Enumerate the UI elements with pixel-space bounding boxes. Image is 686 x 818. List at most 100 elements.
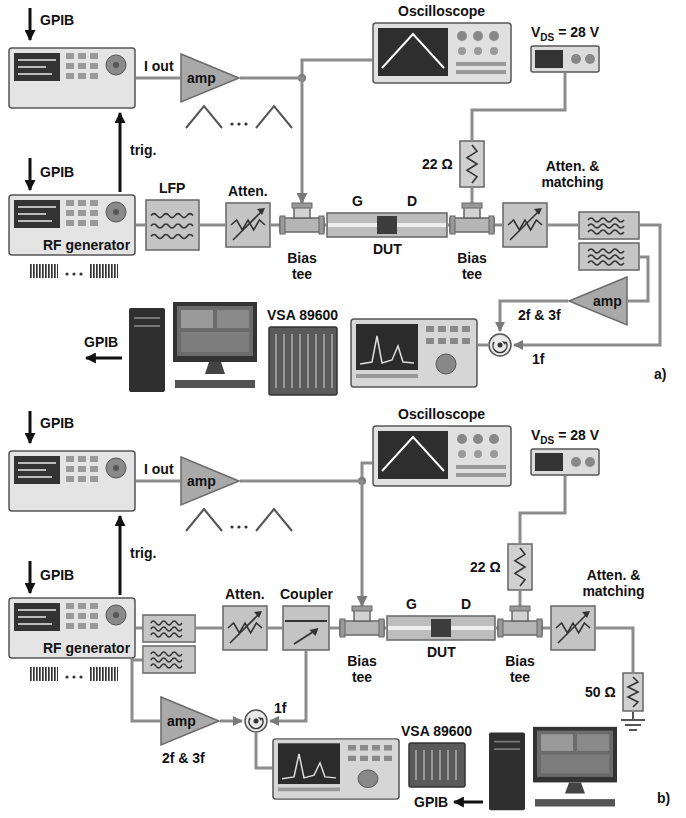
trigger-arrow	[119, 516, 122, 595]
rf-pulse	[90, 667, 118, 681]
oscilloscope: Oscilloscope	[372, 22, 512, 84]
signal-label: 2f & 3f	[160, 750, 207, 766]
coax-cable	[542, 627, 550, 630]
illustration-part	[409, 743, 465, 787]
component-label: G	[352, 193, 363, 209]
component-label: 50 Ω	[585, 684, 616, 700]
oscilloscope: Oscilloscope	[372, 425, 512, 487]
harmonic-path	[132, 660, 160, 721]
component-label: V	[531, 427, 540, 443]
rf-generator: RF generator	[8, 597, 136, 659]
illustration-part	[569, 277, 627, 325]
coax-cable	[136, 480, 180, 483]
amplifier-triangle: amp	[160, 696, 220, 746]
label-group: amp	[185, 70, 218, 86]
component-label: G	[406, 596, 417, 612]
signal-label: GPIB	[38, 415, 76, 431]
dc-supply-shape	[530, 448, 600, 476]
coax-cable	[196, 627, 222, 630]
illustration-part	[340, 619, 345, 637]
component-label: 22 Ω	[470, 559, 501, 575]
component-label: DUT	[427, 644, 456, 660]
computer	[489, 727, 617, 810]
vsa-rack: VSA 89600	[268, 326, 338, 396]
illustration-part	[582, 611, 590, 618]
illustration-part	[151, 214, 193, 239]
rf-pulse	[90, 264, 118, 278]
ellipsis-dot	[65, 675, 68, 678]
bias-tee: Bias tee	[450, 203, 494, 247]
illustration-part	[447, 750, 449, 780]
signal-label: trig.	[128, 142, 158, 158]
dut-board-shape	[386, 615, 496, 641]
bias-tee-shape	[450, 203, 494, 247]
illustration-part	[551, 606, 595, 650]
illustration-part	[431, 750, 433, 780]
illustration-part	[315, 334, 317, 388]
attenuator-box-shape	[550, 605, 596, 651]
coupler-box-shape	[282, 605, 330, 651]
component-label: DS	[540, 32, 554, 43]
illustration-part	[415, 750, 417, 780]
dc-supply: VDS= 28 V	[530, 448, 600, 476]
bias-tee-shape	[498, 606, 542, 650]
illustration-part	[498, 619, 503, 637]
illustration-part	[327, 213, 447, 237]
illustration-part	[515, 548, 525, 586]
illustration-part	[460, 141, 484, 187]
illustration-part	[531, 449, 599, 475]
component-label: Atten.	[228, 183, 268, 199]
gpib-arrow	[29, 158, 32, 190]
label-group: 22 Ω	[468, 559, 503, 575]
component-label: VSA 89600	[401, 723, 472, 739]
triangle-waveform	[186, 106, 292, 128]
component-label: DS	[540, 435, 554, 446]
component-label: Oscilloscope	[398, 406, 485, 422]
illustration-part	[307, 334, 309, 388]
component-label: V	[531, 24, 540, 40]
illustration-part	[230, 615, 258, 643]
illustration-part	[223, 606, 267, 650]
component-label: Atten. & matching	[541, 158, 603, 190]
ellipsis-dot	[65, 272, 68, 275]
signal-label: GPIB	[412, 794, 450, 810]
illustration-part	[257, 208, 265, 215]
component-label: RF generator	[43, 640, 130, 656]
label-group: amp	[185, 473, 218, 489]
coax-cable	[271, 224, 280, 227]
component-label: 22 Ω	[422, 156, 453, 172]
attenuator-box: Atten. & matching	[502, 202, 548, 248]
component-label: VSA 89600	[267, 307, 338, 323]
illustration-part	[462, 203, 482, 208]
signal-label: b)	[655, 790, 672, 806]
component-label: Bias tee	[287, 250, 317, 282]
illustration-part	[558, 615, 586, 643]
component-label: Bias tee	[457, 250, 487, 282]
label-group: Atten. & matching	[559, 567, 668, 599]
coax-cable	[136, 224, 145, 227]
label-group: VSA 89600	[399, 723, 474, 739]
coax-cable	[520, 476, 565, 543]
bias-tee: Bias tee	[280, 203, 324, 247]
label-group: D	[405, 193, 419, 209]
signal-label: a)	[652, 366, 668, 382]
signal-analyzer	[273, 739, 399, 799]
illustration-part	[146, 200, 199, 250]
illustration-part	[535, 453, 563, 471]
filter-box-shape	[145, 199, 200, 251]
attenuator-box: Atten.	[225, 202, 271, 248]
triangle-waveform	[186, 509, 292, 531]
amplifier-triangle: amp	[568, 276, 628, 326]
resistor-box: 22 Ω	[507, 543, 533, 591]
illustration-part	[331, 334, 333, 388]
ellipsis-dot	[244, 122, 247, 125]
signal-analyzer	[351, 319, 477, 387]
signal-generator	[9, 451, 135, 511]
coax-cable	[330, 627, 340, 630]
vsa-rack-shape	[268, 326, 338, 396]
coax-cable	[519, 591, 522, 606]
label-group: RF generator	[41, 640, 132, 656]
illustration-part	[387, 616, 495, 640]
illustration-part	[181, 54, 239, 102]
